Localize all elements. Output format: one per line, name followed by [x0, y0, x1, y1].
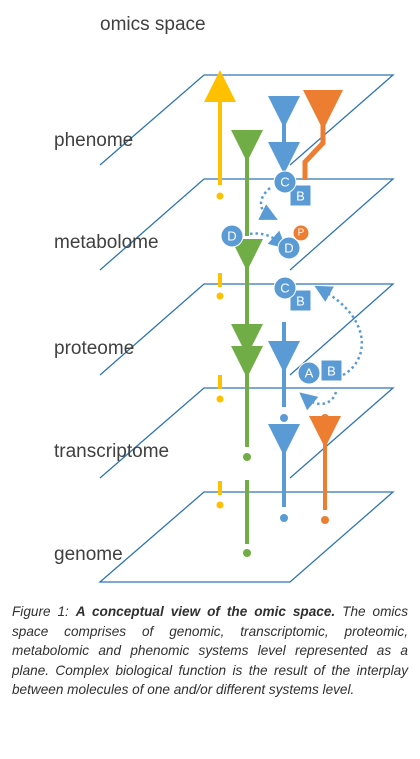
node-d-circle-left [220, 224, 244, 248]
interaction-arrows [249, 187, 364, 411]
orange-column [302, 90, 343, 524]
yellow-mark-transcriptome [218, 481, 222, 495]
svg-text:C: C [280, 175, 289, 190]
yellow-column [204, 70, 236, 509]
omics-space-diagram: omics space phenome metabolome proteome … [54, 14, 395, 583]
node-d-circle-right [277, 236, 301, 260]
orange-arrow-phenome [302, 90, 343, 180]
node-b-square-lower [320, 359, 343, 382]
transcriptome-plane [99, 387, 395, 479]
proteome-plane [99, 283, 395, 376]
svg-text:B: B [296, 294, 305, 309]
blue-column [268, 96, 300, 522]
svg-text:B: B [296, 189, 305, 204]
green-column [231, 130, 263, 557]
svg-text:B: B [327, 364, 336, 379]
svg-text:A: A [305, 366, 314, 381]
node-c-circle [273, 170, 297, 194]
svg-text:P: P [298, 228, 305, 239]
node-a-circle [297, 361, 321, 385]
omics-space-title: omics space [100, 14, 206, 35]
node-b-square [289, 184, 312, 207]
caption-prefix: Figure 1: [12, 604, 76, 619]
node-b-square-proteome [289, 289, 312, 312]
svg-text:C: C [280, 281, 289, 296]
level-label-genome: genome [54, 544, 123, 565]
level-label-transcriptome: transcriptome [54, 441, 169, 462]
yellow-mark-proteome [218, 375, 222, 389]
nodes: B C D D P B C B A [220, 170, 343, 385]
yellow-mark-metabolome [218, 273, 222, 287]
caption-bold: A conceptual view of the omic space. [75, 604, 336, 619]
level-label-proteome: proteome [54, 338, 134, 359]
metabolome-plane [99, 178, 395, 271]
svg-text:D: D [284, 241, 293, 256]
level-label-metabolome: metabolome [54, 232, 159, 253]
level-label-phenome: phenome [54, 130, 133, 151]
figure-caption: Figure 1: A conceptual view of the omic … [12, 602, 408, 700]
caption-text: The omics space comprises of genomic, tr… [12, 604, 409, 698]
dotted-arrow-d-to-d [249, 230, 287, 249]
node-c-circle-proteome [273, 276, 297, 300]
svg-text:D: D [227, 229, 236, 244]
dotted-arrow-c-to-d [258, 187, 278, 220]
yellow-dot [216, 192, 224, 200]
dotted-arrow-b-to-a [299, 391, 338, 411]
genome-plane [98, 491, 395, 583]
node-p-badge [292, 224, 310, 242]
dotted-arrow-ab-to-cb [314, 285, 364, 377]
